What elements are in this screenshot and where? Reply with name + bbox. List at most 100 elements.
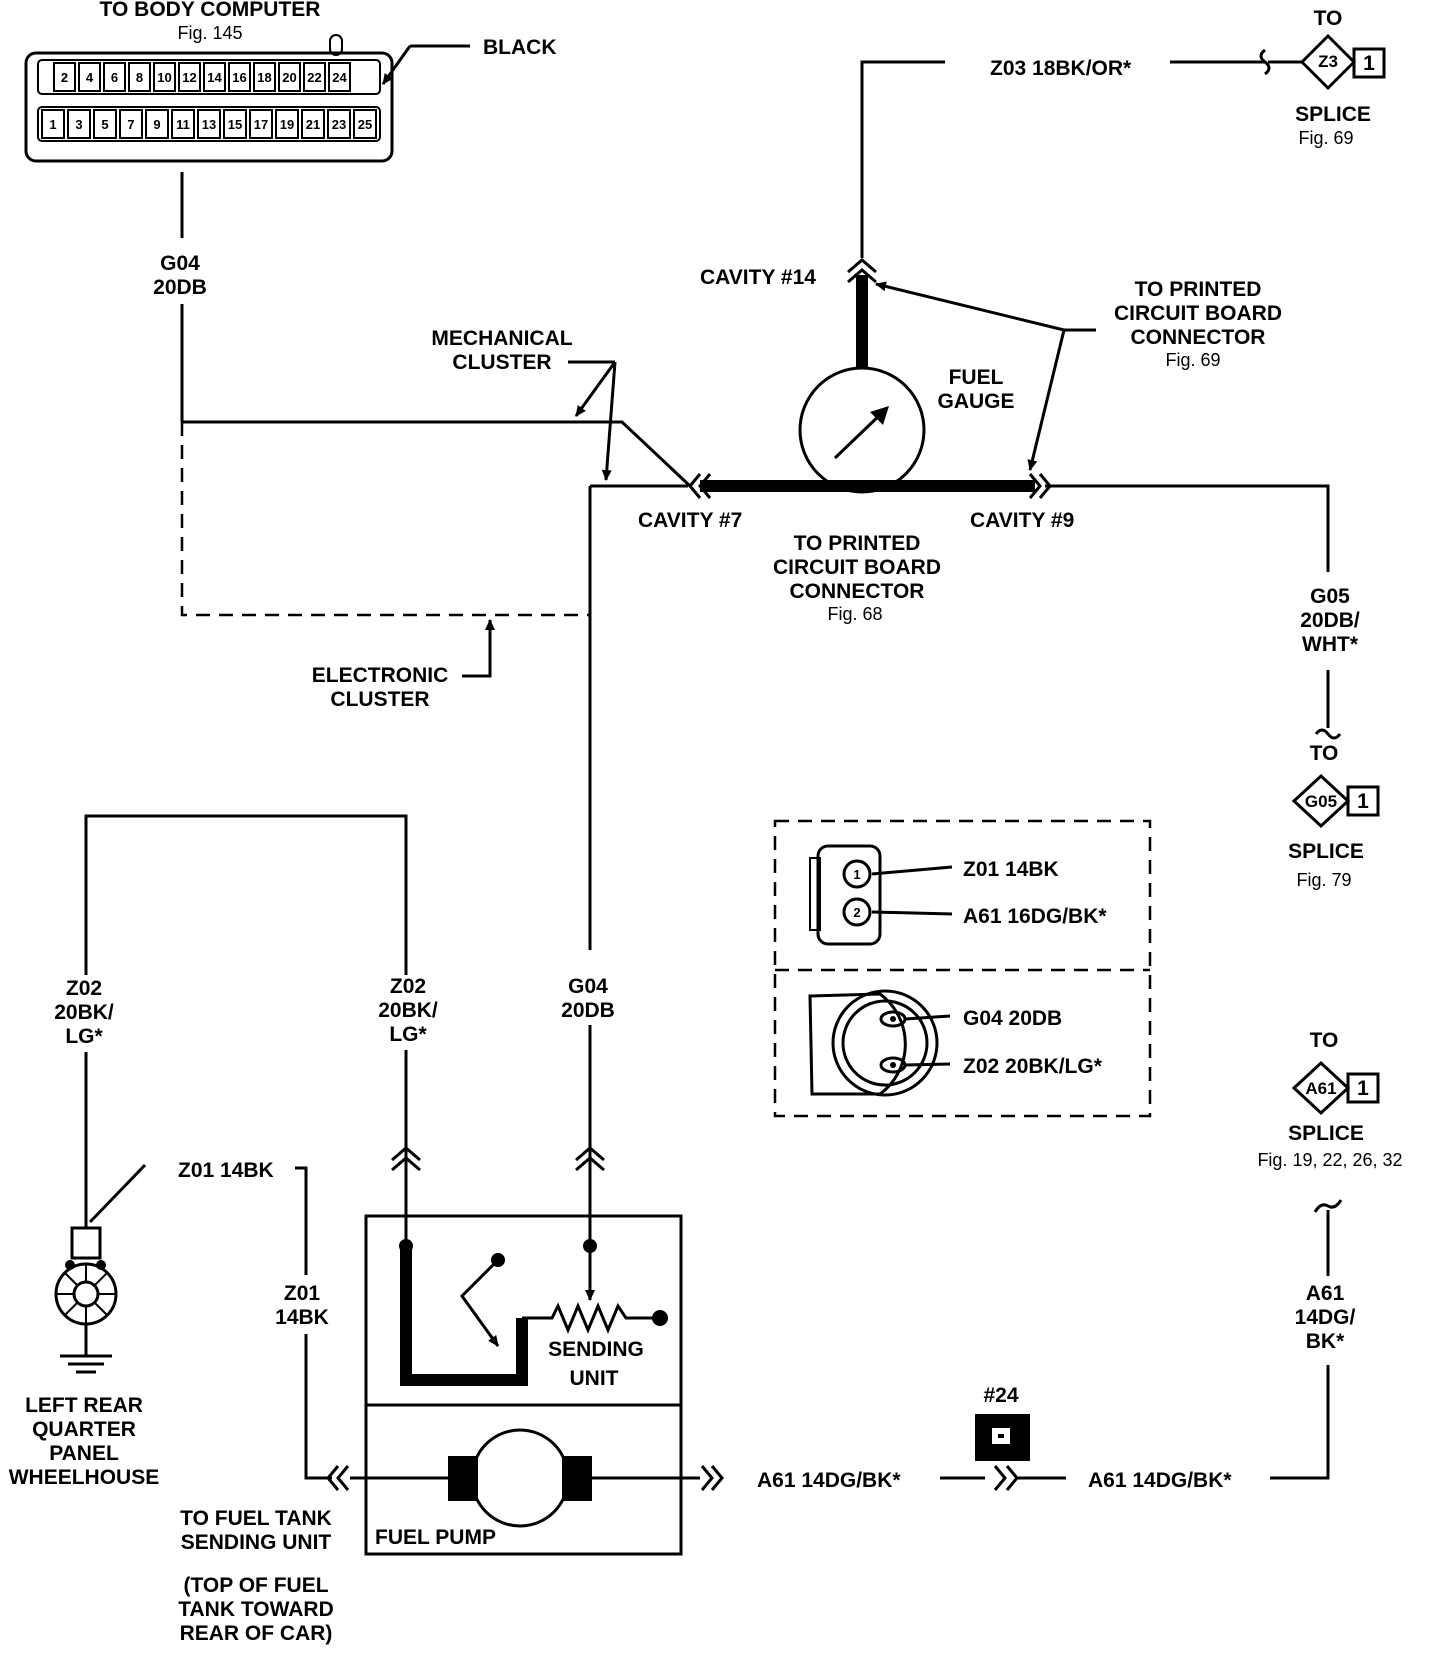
connector-pin-number: 18 bbox=[257, 70, 271, 85]
splice-g05-id: G05 bbox=[1305, 792, 1337, 811]
pcb69-line-2: CIRCUIT BOARD bbox=[1114, 302, 1282, 325]
sending-switch-arm bbox=[460, 1258, 500, 1347]
splice-g05-fig: Fig. 79 bbox=[1296, 870, 1351, 890]
ground-terminal bbox=[70, 1226, 102, 1260]
connector-pin-number: 3 bbox=[75, 117, 82, 132]
connector-pin-cell bbox=[53, 62, 76, 92]
connector-pin-number: 11 bbox=[176, 117, 190, 132]
electronic-cluster-line-1: ELECTRONIC bbox=[312, 664, 449, 687]
pcb69-arrow-cavity9 bbox=[1027, 329, 1066, 471]
splice-z3-id: Z3 bbox=[1318, 52, 1338, 71]
black-arrow bbox=[381, 45, 412, 85]
connector-pin-cell bbox=[278, 62, 301, 92]
connector-pin-number: 16 bbox=[232, 70, 246, 85]
splice-z3-label: SPLICE bbox=[1295, 103, 1371, 126]
electronic-cluster-wire bbox=[180, 422, 590, 617]
splice-a61-pin: 1 bbox=[1357, 1077, 1369, 1100]
connector-pin-number: 8 bbox=[136, 70, 143, 85]
pcb68-fig: Fig. 68 bbox=[827, 604, 882, 624]
connector-pin-number: 5 bbox=[101, 117, 108, 132]
g05-color: WHT* bbox=[1302, 633, 1359, 656]
connector-pin-cell bbox=[67, 109, 91, 139]
connector-pin-cell bbox=[228, 62, 251, 92]
tank-note: TO FUEL TANK SENDING UNIT (TOP OF FUEL T… bbox=[178, 1507, 334, 1645]
tank-unit-box bbox=[364, 1214, 683, 1556]
connector-pin-number: 17 bbox=[254, 117, 268, 132]
connector-pin-cell bbox=[301, 109, 325, 139]
sending-unit-line-2: UNIT bbox=[570, 1367, 619, 1390]
connector-pin-number: 7 bbox=[127, 117, 134, 132]
detail-z01-label: Z01 14BK bbox=[963, 858, 1059, 881]
splice-a61-pin-box bbox=[1346, 1072, 1380, 1104]
connector-detail: 1 2 Z01 14BK A61 16DG/BK* G04 20DB Z02 2… bbox=[773, 819, 1152, 1118]
connector-latch bbox=[329, 34, 343, 56]
connector-pin-cell bbox=[203, 62, 226, 92]
connector-color-label: BLACK bbox=[483, 36, 557, 59]
connector-pin-cell bbox=[93, 109, 117, 139]
fuel-gauge: CAVITY #14 CAVITY #7 CAVITY #9 FUEL GAUG… bbox=[638, 258, 1282, 624]
body-computer-fig: Fig. 145 bbox=[177, 23, 242, 43]
splice-a61-label: SPLICE bbox=[1288, 1122, 1364, 1145]
splice-z3-pin-box bbox=[1352, 47, 1386, 79]
z01-ground-leader bbox=[88, 1163, 147, 1224]
g05-name: G05 bbox=[1310, 585, 1350, 608]
gauge-needle-tip bbox=[870, 406, 889, 425]
tank-note-line-5: REAR OF CAR) bbox=[180, 1622, 333, 1645]
connector-detail-frame bbox=[773, 819, 1152, 1118]
connector-pin-number: 25 bbox=[358, 117, 372, 132]
cavity9-label: CAVITY #9 bbox=[970, 509, 1074, 532]
detail-a61-leader bbox=[871, 910, 953, 916]
junction-24-pin bbox=[998, 1434, 1004, 1438]
tank-note-line-4: TANK TOWARD bbox=[178, 1598, 334, 1621]
a61-bottom-left-label: A61 14DG/BK* bbox=[757, 1469, 901, 1492]
gauge-dial bbox=[798, 366, 926, 494]
g04-low-gauge: 20DB bbox=[561, 999, 615, 1022]
pcb69-arrow-cavity14 bbox=[875, 281, 1065, 332]
connector-bottom-row bbox=[37, 106, 381, 142]
connector-pin-number: 22 bbox=[307, 70, 321, 85]
pcb68-line-3: CONNECTOR bbox=[790, 580, 925, 603]
ground-eyelet-center bbox=[72, 1280, 100, 1308]
sending-switch-terminal bbox=[491, 1253, 505, 1267]
connector-pin-number: 19 bbox=[280, 117, 294, 132]
mechanical-cluster-wire bbox=[182, 420, 692, 488]
z02-loop-wire bbox=[84, 814, 408, 975]
tank-note-line-2: SENDING UNIT bbox=[181, 1531, 332, 1554]
connector-pin-cell bbox=[153, 62, 176, 92]
splice-a61-id: A61 bbox=[1305, 1079, 1336, 1098]
z01-connector-chevron bbox=[326, 1465, 350, 1491]
connector-pin-number: 9 bbox=[153, 117, 160, 132]
connector-pin-cell bbox=[145, 109, 169, 139]
connector-pin-number: 2 bbox=[61, 70, 68, 85]
electronic-cluster-line-2: CLUSTER bbox=[330, 688, 429, 711]
two-pin-latch bbox=[809, 857, 821, 931]
connector-pin-cell bbox=[128, 62, 151, 92]
connector-pin-cell bbox=[178, 62, 201, 92]
connector-pin-cell bbox=[249, 109, 273, 139]
connector-body bbox=[24, 51, 394, 163]
a61-junction-chevron bbox=[993, 1465, 1019, 1491]
a61-v-color: BK* bbox=[1306, 1330, 1345, 1353]
connector-pin-number: 1 bbox=[49, 117, 56, 132]
sending-terminal-right bbox=[583, 1239, 597, 1253]
connector-pin-cell bbox=[78, 62, 101, 92]
z02-a-name: Z02 bbox=[66, 977, 102, 1000]
sending-unit-assembly: SENDING UNIT FUEL PUMP bbox=[350, 1214, 683, 1556]
round-connector-ring-inner bbox=[841, 999, 929, 1087]
two-pin-cavity-1 bbox=[842, 859, 872, 889]
connector-pin-number: 20 bbox=[282, 70, 296, 85]
cavity9-chevron bbox=[1028, 473, 1052, 499]
round-connector-ring-outer bbox=[831, 989, 939, 1097]
pcb69-line-1: TO PRINTED bbox=[1135, 278, 1262, 301]
g04-top-gauge: 20DB bbox=[153, 276, 207, 299]
splice-a61-to: TO bbox=[1310, 1029, 1339, 1052]
a61-pump-chevron bbox=[700, 1465, 724, 1491]
splice-g05-to: TO bbox=[1310, 742, 1339, 765]
z02-a-color: LG* bbox=[65, 1025, 103, 1048]
cavity7-label: CAVITY #7 bbox=[638, 509, 742, 532]
ground-point: LEFT REAR QUARTER PANEL WHEELHOUSE bbox=[9, 1163, 159, 1489]
tank-note-line-1: TO FUEL TANK bbox=[180, 1507, 332, 1530]
splice-z3-fig: Fig. 69 bbox=[1298, 128, 1353, 148]
connector-pin-number: 23 bbox=[332, 117, 346, 132]
